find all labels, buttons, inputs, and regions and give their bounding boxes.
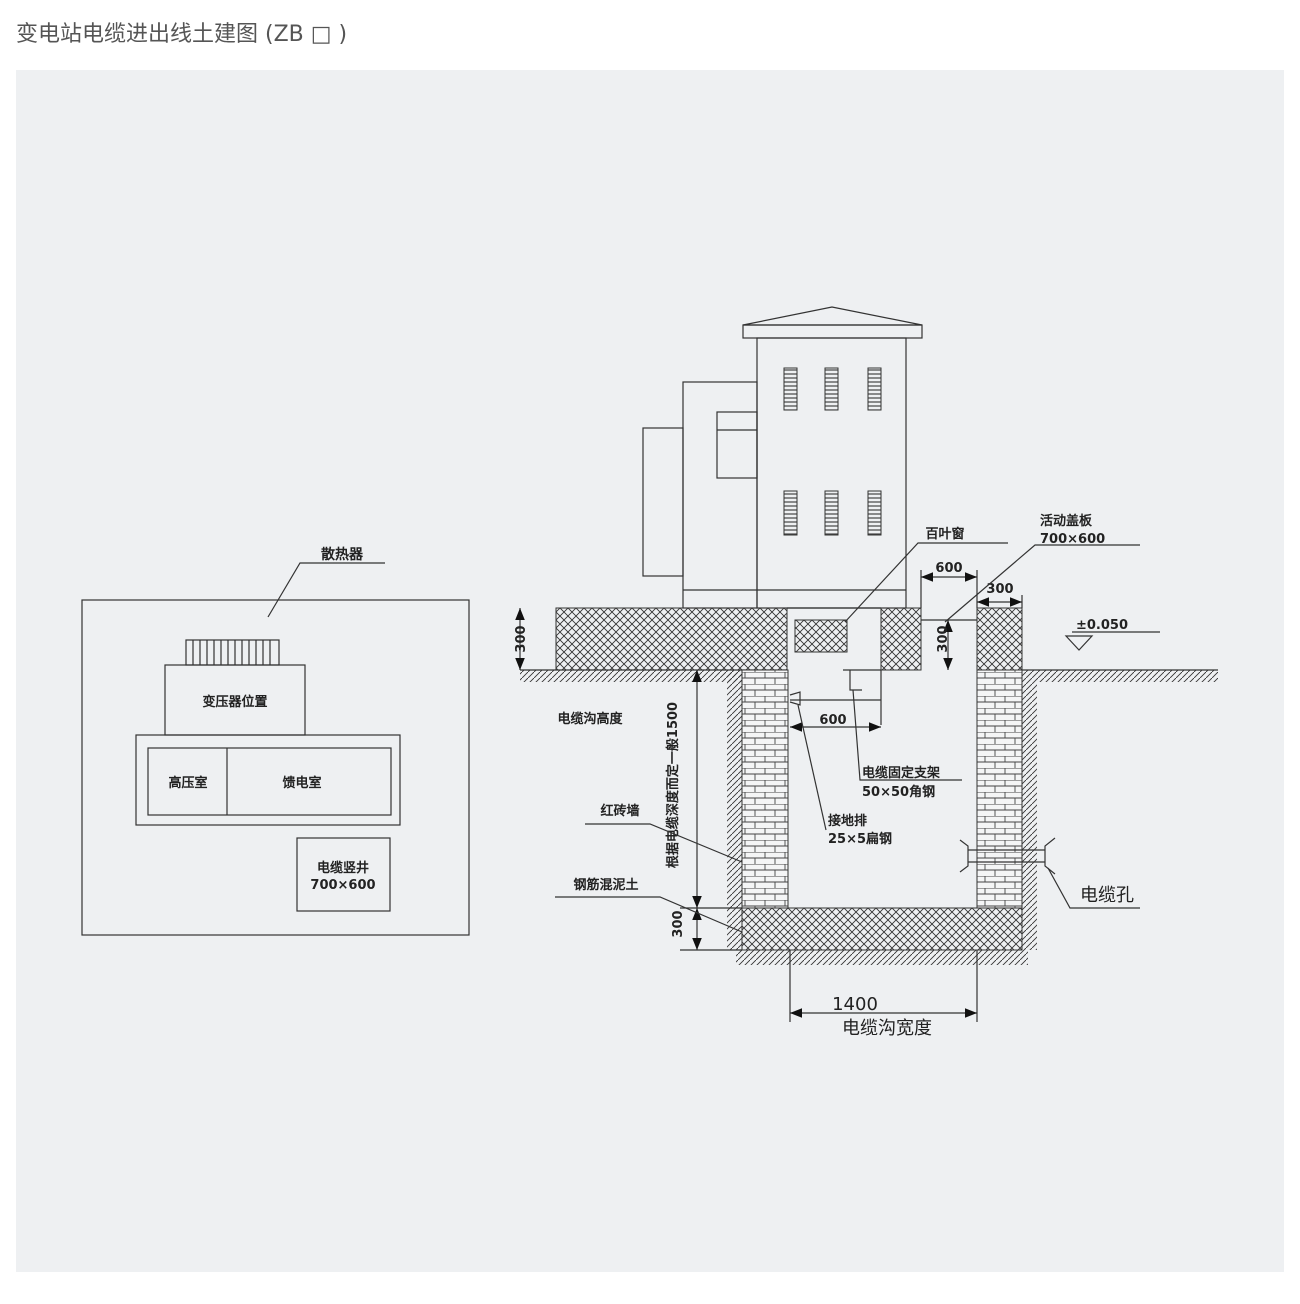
ground-bar-spec: 25×5扁钢	[828, 831, 892, 847]
brick-wall-label: 红砖墙	[600, 803, 639, 819]
substation-building	[642, 306, 923, 609]
dim-600-inner: 600	[819, 713, 846, 728]
concrete-label: 钢筋混泥土	[573, 877, 638, 893]
trench-width-label: 电缆沟宽度	[842, 1018, 932, 1039]
bracket-spec: 50×50角钢	[862, 784, 935, 800]
louver-label: 百叶窗	[925, 526, 964, 542]
shaft-size: 700×600	[310, 878, 375, 893]
transformer-label: 变压器位置	[202, 694, 267, 710]
shaft-label: 电缆竖井	[317, 860, 369, 876]
dim-300-top: 300	[986, 582, 1013, 597]
width-value: 1400	[832, 994, 878, 1015]
cover-label: 活动盖板	[1040, 513, 1093, 529]
cable-hole-label: 电缆孔	[1080, 885, 1134, 906]
dim-300-right: 300	[936, 625, 951, 652]
hv-room-label: 高压室	[168, 775, 207, 791]
section-view: 300 300 600 300 ±0.050 根据电缆深度而定一般1500 30…	[514, 306, 1218, 1039]
dim-300-slab: 300	[514, 625, 529, 652]
feeder-room-label: 馈电室	[282, 775, 321, 791]
radiator-fins	[185, 639, 280, 666]
ground-bar-label: 接地排	[828, 813, 867, 829]
plan-view: 变压器位置 高压室 馈电室 电缆竖井 700×600 散热器	[81, 546, 470, 936]
elevation-label: ±0.050	[1076, 618, 1128, 633]
depth-note: 根据电缆深度而定一般1500	[665, 702, 681, 868]
dim-600-top: 600	[935, 561, 962, 576]
bracket-label: 电缆固定支架	[862, 765, 940, 781]
radiator-label: 散热器	[321, 546, 364, 563]
cover-size: 700×600	[1040, 532, 1105, 547]
trench-height-label: 电缆沟高度	[557, 711, 623, 727]
page-title: 变电站电缆进出线土建图 (ZB □ )	[16, 22, 348, 47]
dim-300-bottom: 300	[671, 910, 686, 937]
